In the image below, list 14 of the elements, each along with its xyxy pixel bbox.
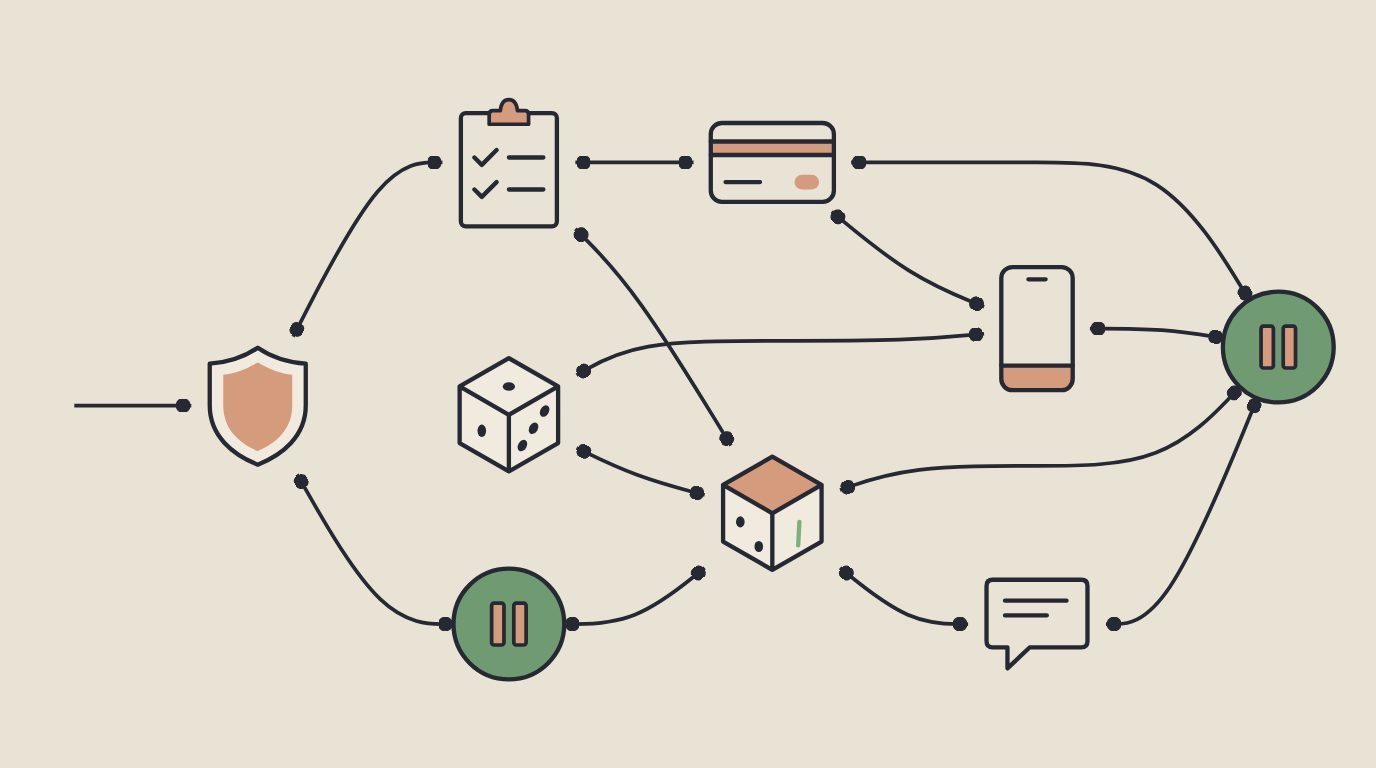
connector [1089, 321, 1224, 345]
connector [575, 327, 985, 379]
connector [575, 154, 694, 170]
pause-icon [1220, 289, 1336, 405]
pause-icon [451, 566, 567, 682]
connector [851, 154, 1253, 301]
connector [839, 385, 1242, 495]
connector [289, 154, 443, 338]
connector [575, 443, 706, 501]
connector [74, 398, 192, 413]
connector [1105, 397, 1262, 632]
connector [838, 565, 969, 632]
connector [573, 227, 735, 447]
connector [830, 209, 985, 312]
